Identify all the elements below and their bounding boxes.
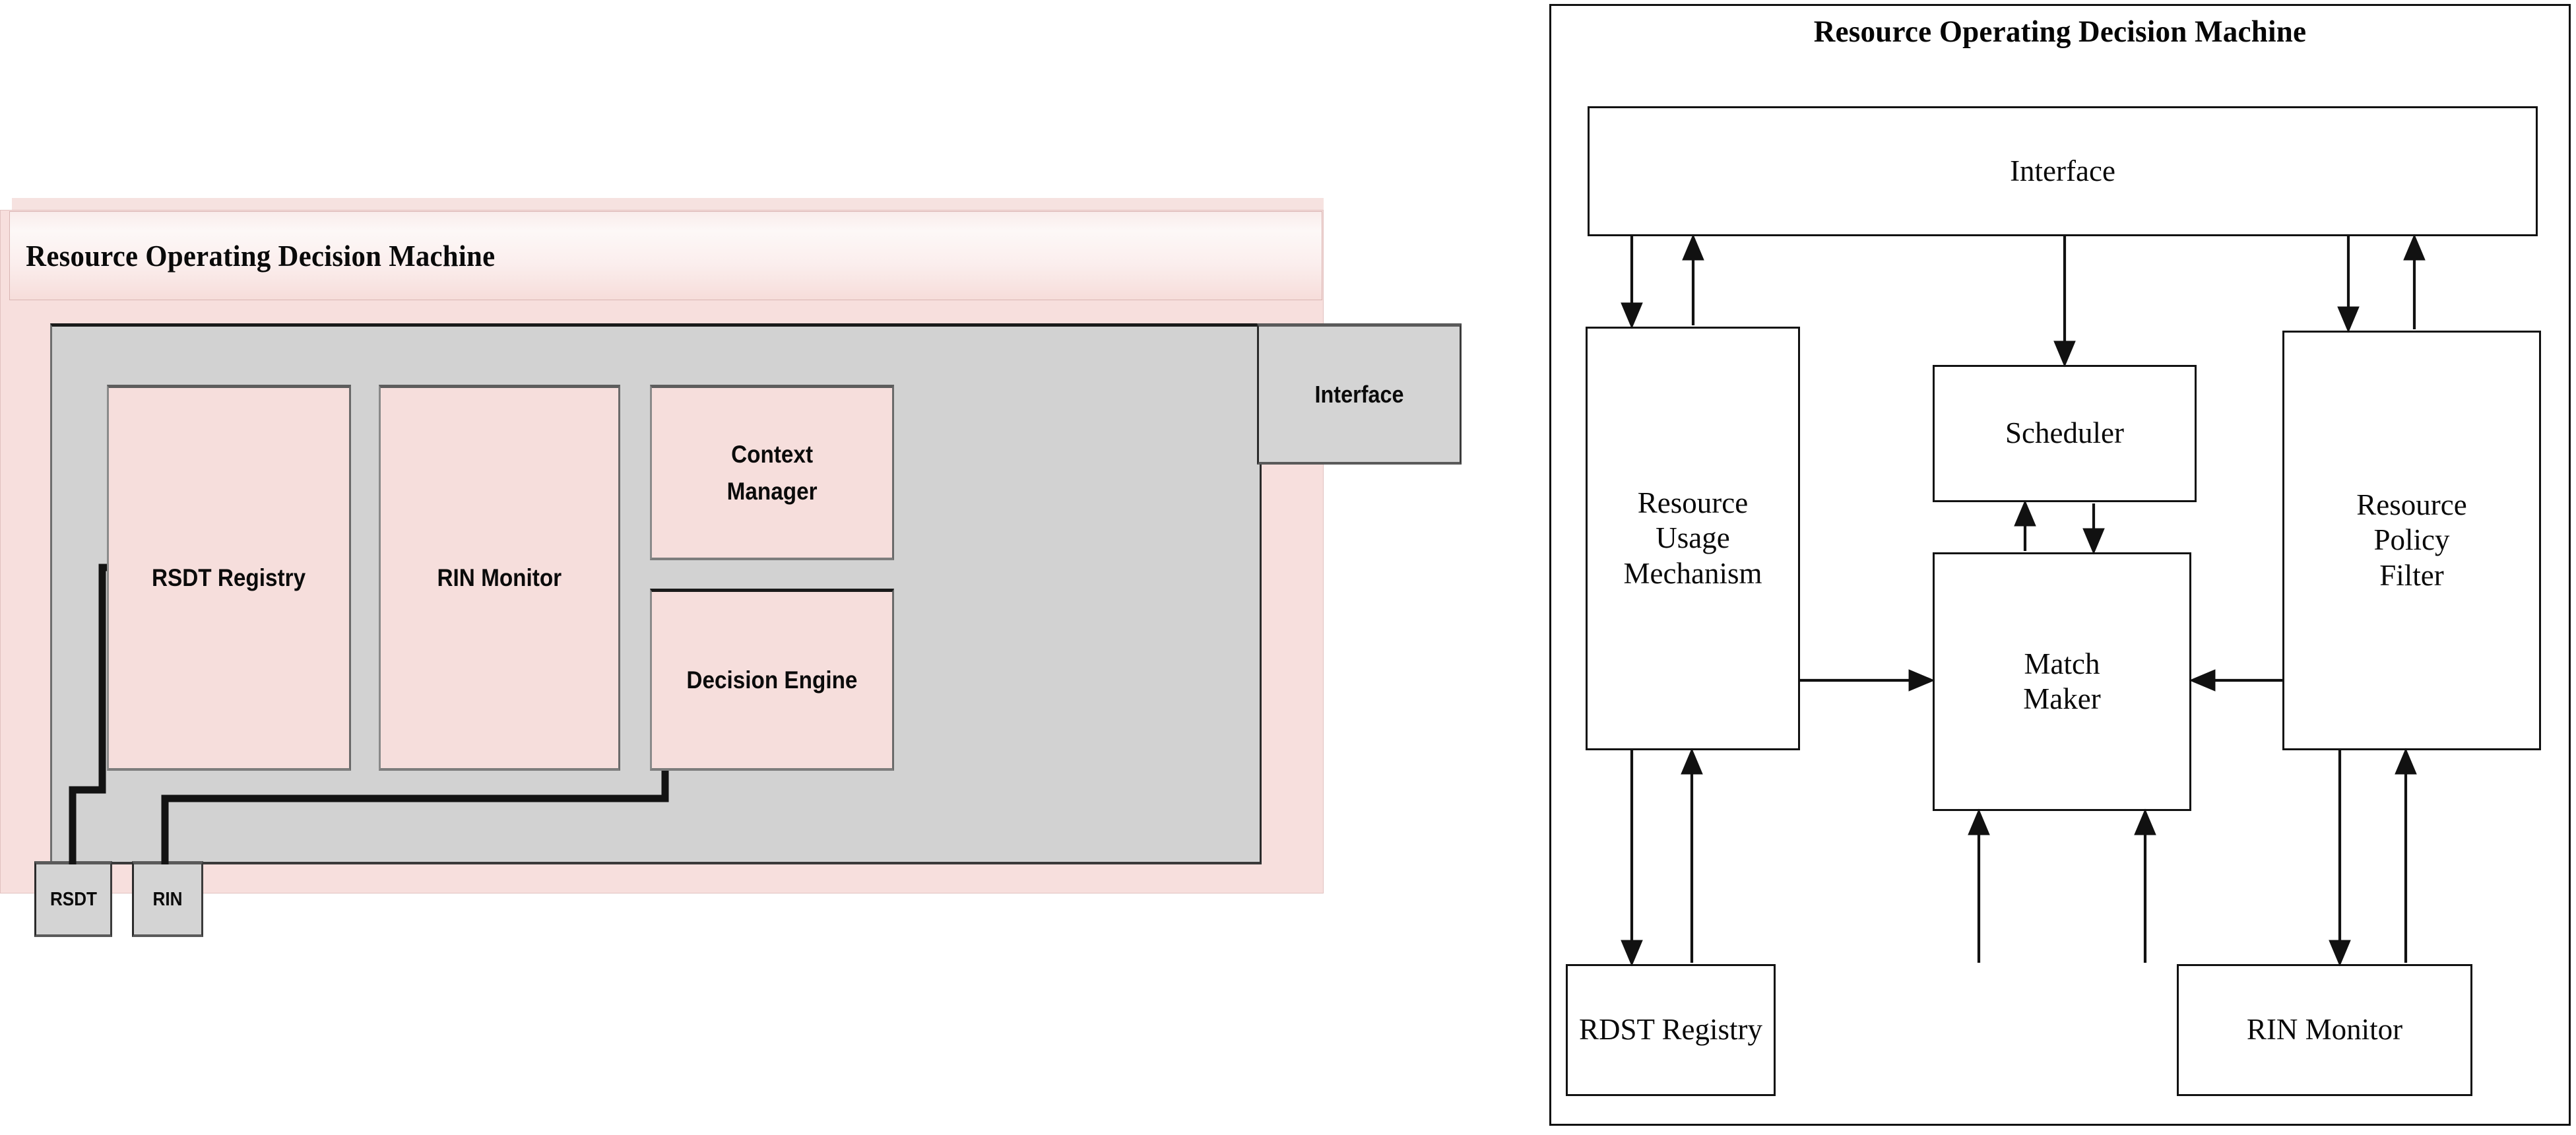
rsdt-registry-label: RSDT Registry [152, 564, 306, 592]
interface-box[interactable]: Interface [1257, 323, 1462, 465]
resource-usage-mechanism-label: Resource Usage Mechanism [1623, 486, 1762, 590]
scheduler-block[interactable]: Scheduler [1933, 365, 2197, 502]
rin-monitor-box[interactable]: RIN Monitor [379, 385, 620, 771]
match-maker-block[interactable]: Match Maker [1933, 552, 2191, 811]
right-panel-title: Resource Operating Decision Machine [1813, 15, 2307, 49]
left-architecture-diagram: Resource Operating Decision Machine Inte… [0, 198, 1462, 937]
rsdt-registry-box[interactable]: RSDT Registry [107, 385, 351, 771]
context-manager-box[interactable]: Context Manager [650, 385, 894, 560]
interface-block-label: Interface [2010, 154, 2115, 187]
rdst-registry-block[interactable]: RDST Registry [1566, 964, 1776, 1096]
left-panel-title: Resource Operating Decision Machine [26, 239, 496, 273]
left-panel-title-bar: Resource Operating Decision Machine [9, 211, 1322, 300]
decision-engine-box[interactable]: Decision Engine [650, 589, 894, 771]
rsdt-port-box[interactable]: RSDT [34, 861, 112, 937]
decision-engine-label: Decision Engine [686, 666, 858, 694]
rin-monitor-block[interactable]: RIN Monitor [2177, 964, 2472, 1096]
interface-block[interactable]: Interface [1588, 106, 2538, 236]
context-manager-label: Context Manager [726, 441, 818, 505]
rsdt-port-label: RSDT [49, 888, 97, 910]
rin-port-label: RIN [152, 888, 183, 910]
interface-box-label: Interface [1314, 380, 1404, 408]
right-architecture-diagram: Resource Operating Decision Machine Inte… [1549, 4, 2571, 1126]
match-maker-label: Match Maker [2023, 647, 2101, 715]
scheduler-label: Scheduler [2005, 416, 2124, 450]
resource-usage-mechanism-block[interactable]: Resource Usage Mechanism [1586, 327, 1800, 750]
resource-policy-filter-block[interactable]: Resource Policy Filter [2282, 331, 2541, 750]
resource-policy-filter-label: Resource Policy Filter [2356, 488, 2467, 592]
rin-monitor-label: RIN Monitor [437, 564, 562, 592]
rin-monitor-block-label: RIN Monitor [2246, 1013, 2403, 1047]
rin-port-box[interactable]: RIN [132, 861, 203, 937]
rdst-registry-block-label: RDST Registry [1579, 1013, 1762, 1047]
